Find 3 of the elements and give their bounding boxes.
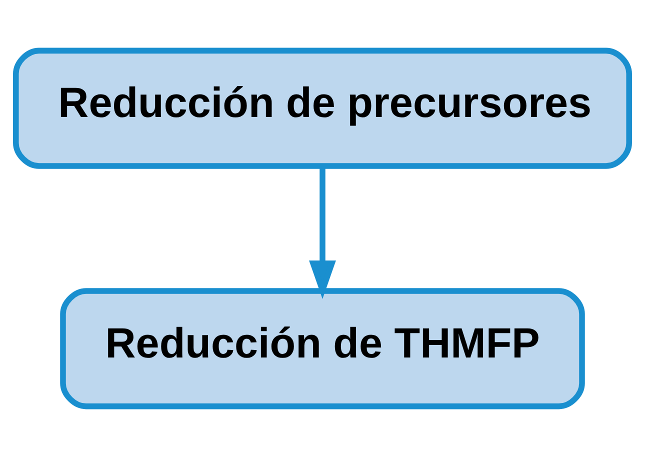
node-box: Reducción de THMFP: [60, 288, 585, 409]
node-box: Reducción de precursores: [13, 47, 632, 168]
arrow: [309, 166, 336, 298]
